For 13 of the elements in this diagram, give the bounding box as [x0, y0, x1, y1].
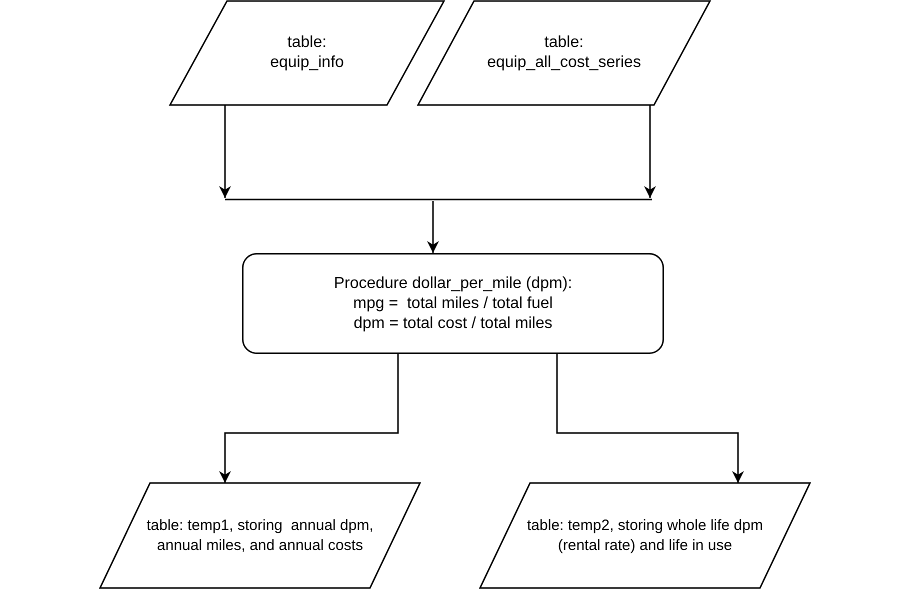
- arrow: [219, 354, 399, 483]
- node-text: dpm = total cost / total miles: [354, 314, 552, 334]
- node-text: mpg = total miles / total fuel: [353, 294, 553, 314]
- arrow: [556, 354, 744, 483]
- node-text: table: equip_all_cost_series: [486, 33, 642, 73]
- node-text: table: temp1, storing annual dpm, annual miles, and annual costs: [146, 516, 374, 556]
- arrow: [219, 105, 231, 198]
- node-text: table: temp2, storing whole life dpm (rental rate) and life in use: [526, 516, 764, 556]
- node-text: Procedure dollar_per_mile (dpm):: [334, 274, 572, 294]
- arrow: [644, 105, 656, 198]
- junction-bar: [225, 198, 652, 201]
- arrow: [427, 201, 439, 253]
- node-text: table: equip_info: [269, 33, 345, 73]
